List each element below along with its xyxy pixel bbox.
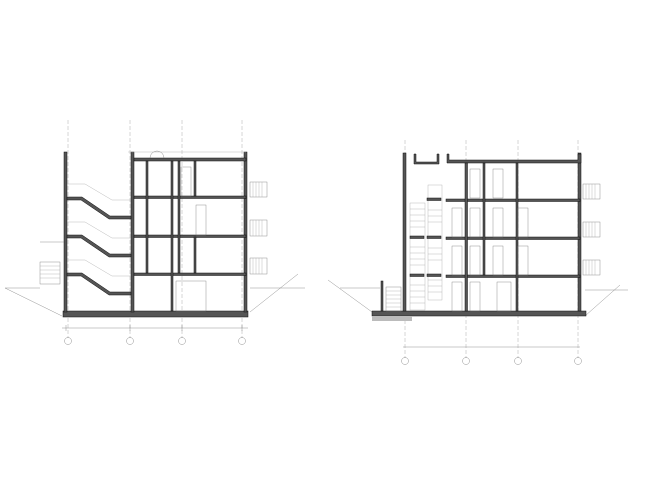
wall bbox=[577, 152, 582, 312]
column bbox=[145, 160, 149, 274]
grid-bubble bbox=[178, 337, 186, 345]
section-right bbox=[327, 140, 628, 365]
grid-bubble bbox=[64, 337, 72, 345]
floor-slab bbox=[133, 195, 247, 199]
grid-bubble bbox=[126, 337, 134, 345]
wall bbox=[243, 151, 248, 313]
grid-lines-left bbox=[62, 120, 248, 345]
floor-slab bbox=[133, 272, 247, 276]
floor-slab bbox=[445, 236, 581, 240]
grid-bubble bbox=[514, 357, 522, 365]
grid-bubble bbox=[401, 357, 409, 365]
door bbox=[175, 280, 207, 312]
roof-hatch bbox=[149, 150, 165, 159]
column bbox=[193, 236, 197, 274]
balconies-left bbox=[39, 181, 268, 285]
staircase-right bbox=[409, 184, 443, 311]
doors-right bbox=[451, 168, 529, 312]
wall bbox=[63, 151, 68, 313]
footing bbox=[372, 316, 412, 321]
roof-slab bbox=[446, 153, 582, 164]
grid-bubble bbox=[462, 357, 470, 365]
column bbox=[177, 160, 181, 274]
column bbox=[464, 162, 468, 312]
floor-slab bbox=[133, 234, 247, 238]
grid-lines-right bbox=[401, 140, 582, 365]
balconies-right bbox=[380, 183, 601, 312]
door bbox=[180, 166, 192, 197]
column bbox=[515, 162, 519, 312]
column bbox=[193, 160, 197, 197]
roof-parapet bbox=[413, 153, 440, 165]
foundation-slab bbox=[62, 310, 249, 318]
wall bbox=[130, 151, 135, 313]
floor-slab bbox=[445, 274, 581, 278]
grid-bubble bbox=[238, 337, 246, 345]
foundation-slab bbox=[371, 310, 587, 317]
door bbox=[195, 204, 207, 236]
section-left bbox=[4, 120, 305, 345]
ground-line-left bbox=[4, 273, 305, 317]
ground-line-right bbox=[327, 279, 628, 317]
staircase bbox=[66, 183, 132, 296]
column bbox=[170, 160, 174, 312]
grid-bubble bbox=[574, 357, 582, 365]
roof-slab bbox=[133, 157, 247, 162]
wall bbox=[402, 152, 407, 312]
floor-slab bbox=[445, 198, 581, 202]
column bbox=[482, 162, 486, 276]
